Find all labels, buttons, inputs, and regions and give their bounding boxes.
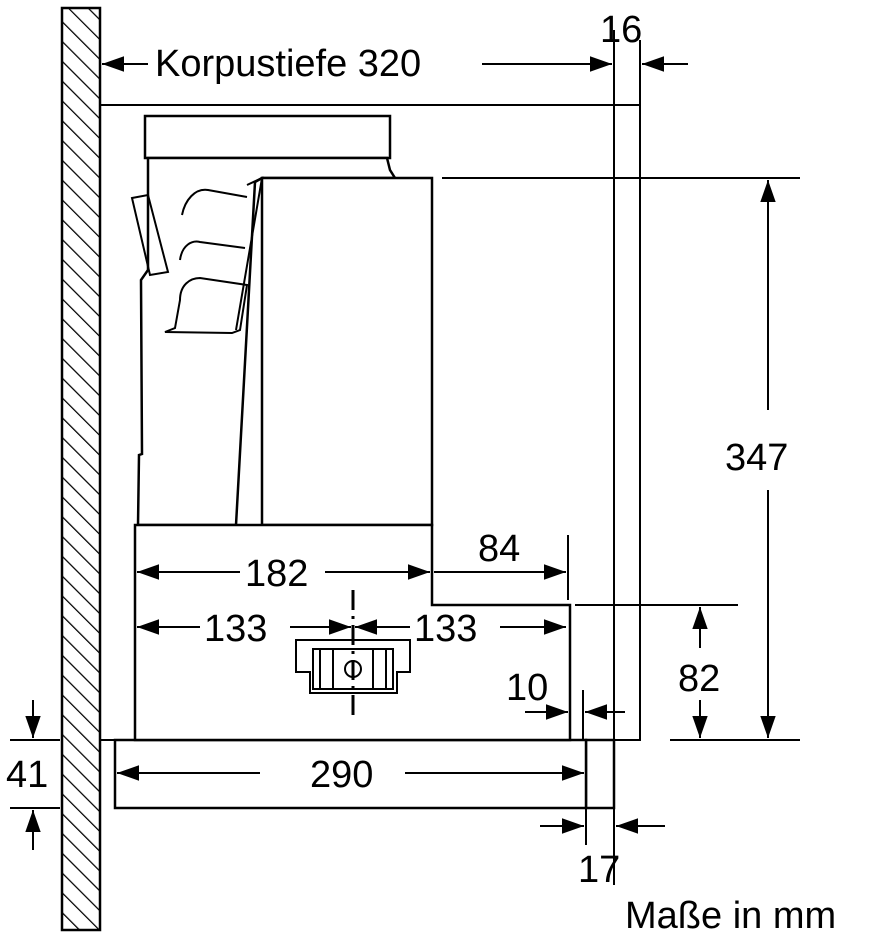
dim-41: 41 [6, 754, 48, 796]
hood-body [130, 114, 572, 742]
unit-note: Maße in mm [625, 895, 836, 937]
dim-82: 82 [678, 658, 720, 700]
dim-133-left: 133 [204, 608, 267, 650]
title-label: Korpustiefe 320 [155, 43, 421, 85]
dim-347: 347 [725, 437, 788, 479]
dim-84: 84 [478, 528, 520, 570]
dimension-lines [10, 30, 800, 885]
dim-182: 182 [245, 553, 308, 595]
dim-133-right: 133 [414, 608, 477, 650]
dim-290: 290 [310, 754, 373, 796]
connector-fitting [295, 590, 411, 715]
front-panel [584, 738, 616, 810]
wall-hatched [60, 6, 102, 932]
dim-10: 10 [506, 667, 548, 709]
dim-17: 17 [578, 849, 620, 891]
dim-16: 16 [600, 9, 642, 51]
